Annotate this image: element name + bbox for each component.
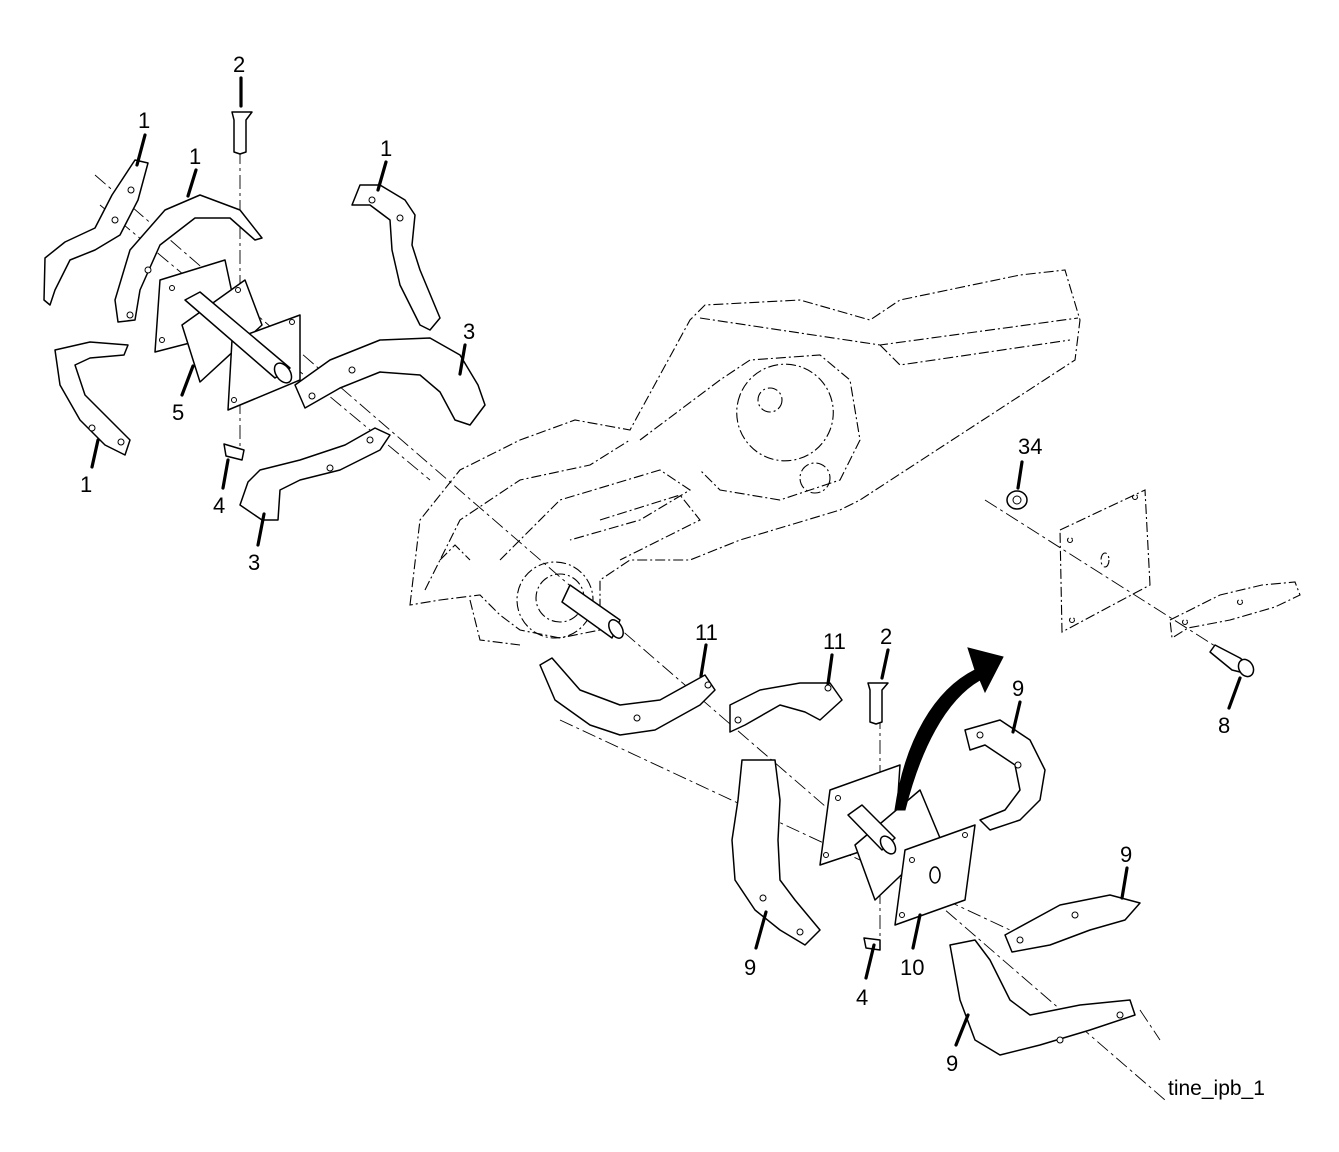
figure-caption: tine_ipb_1 xyxy=(1168,1077,1265,1100)
clevis-pin-upper xyxy=(231,111,253,155)
tine-9-vertical xyxy=(731,759,821,946)
callout-tine-upper-left: 1 xyxy=(138,108,150,133)
leader-lines xyxy=(90,76,1242,1047)
tine-upper-middle xyxy=(114,194,263,323)
callout-hub-10: 10 xyxy=(900,955,924,980)
tine-11-middle xyxy=(729,682,843,733)
callout-tine-lower-left: 1 xyxy=(80,472,92,497)
tine-upper-left xyxy=(43,159,149,306)
left-tine-assembly xyxy=(43,111,486,521)
tine-9-upper-right xyxy=(964,719,1046,831)
callout-pin-upper: 2 xyxy=(233,52,245,77)
tine-3-upper xyxy=(294,337,486,426)
callout-hub-5: 5 xyxy=(172,400,184,425)
callout-pin-lower: 2 xyxy=(880,624,892,649)
tine-11-left xyxy=(539,657,716,736)
transmission-housing xyxy=(409,269,1081,646)
callout-tine-11-middle: 11 xyxy=(823,629,846,654)
hairpin-clip-upper xyxy=(223,443,245,461)
callout-tine-3-upper: 3 xyxy=(463,319,475,344)
callout-labels: 1 1 1 1 2 3 3 4 5 34 8 11 11 2 9 9 9 9 1… xyxy=(80,52,1230,1076)
callout-clip-upper: 4 xyxy=(213,493,225,518)
outer-hardware xyxy=(1006,489,1301,678)
callout-tine-9-upper-right: 9 xyxy=(1012,676,1024,701)
tine-lower-left xyxy=(54,341,131,456)
axis-lines xyxy=(94,150,1246,1101)
rotation-arrow-icon xyxy=(894,647,1004,811)
callout-tine-upper-middle: 1 xyxy=(189,144,201,169)
right-tine-assembly xyxy=(539,647,1141,1056)
hairpin-clip-lower xyxy=(863,937,881,951)
callout-tine-3-lower: 3 xyxy=(248,550,260,575)
callout-tine-9-right-middle: 9 xyxy=(1120,842,1132,867)
callout-tine-9-bottom: 9 xyxy=(946,1051,958,1076)
callout-tine-upper-right: 1 xyxy=(380,136,392,161)
callout-bolt-8: 8 xyxy=(1218,713,1230,738)
tine-9-bottom xyxy=(949,939,1136,1056)
clevis-pin-lower xyxy=(867,682,889,725)
tine-9-right-middle xyxy=(1004,894,1141,953)
output-shaft xyxy=(561,584,624,639)
tine-3-lower xyxy=(239,427,391,521)
callout-bushing-34: 34 xyxy=(1018,434,1042,459)
callout-tine-9-vertical: 9 xyxy=(744,955,756,980)
callout-clip-lower: 4 xyxy=(856,985,868,1010)
callout-tine-11-left: 11 xyxy=(695,620,718,645)
tine-upper-right xyxy=(351,184,441,331)
